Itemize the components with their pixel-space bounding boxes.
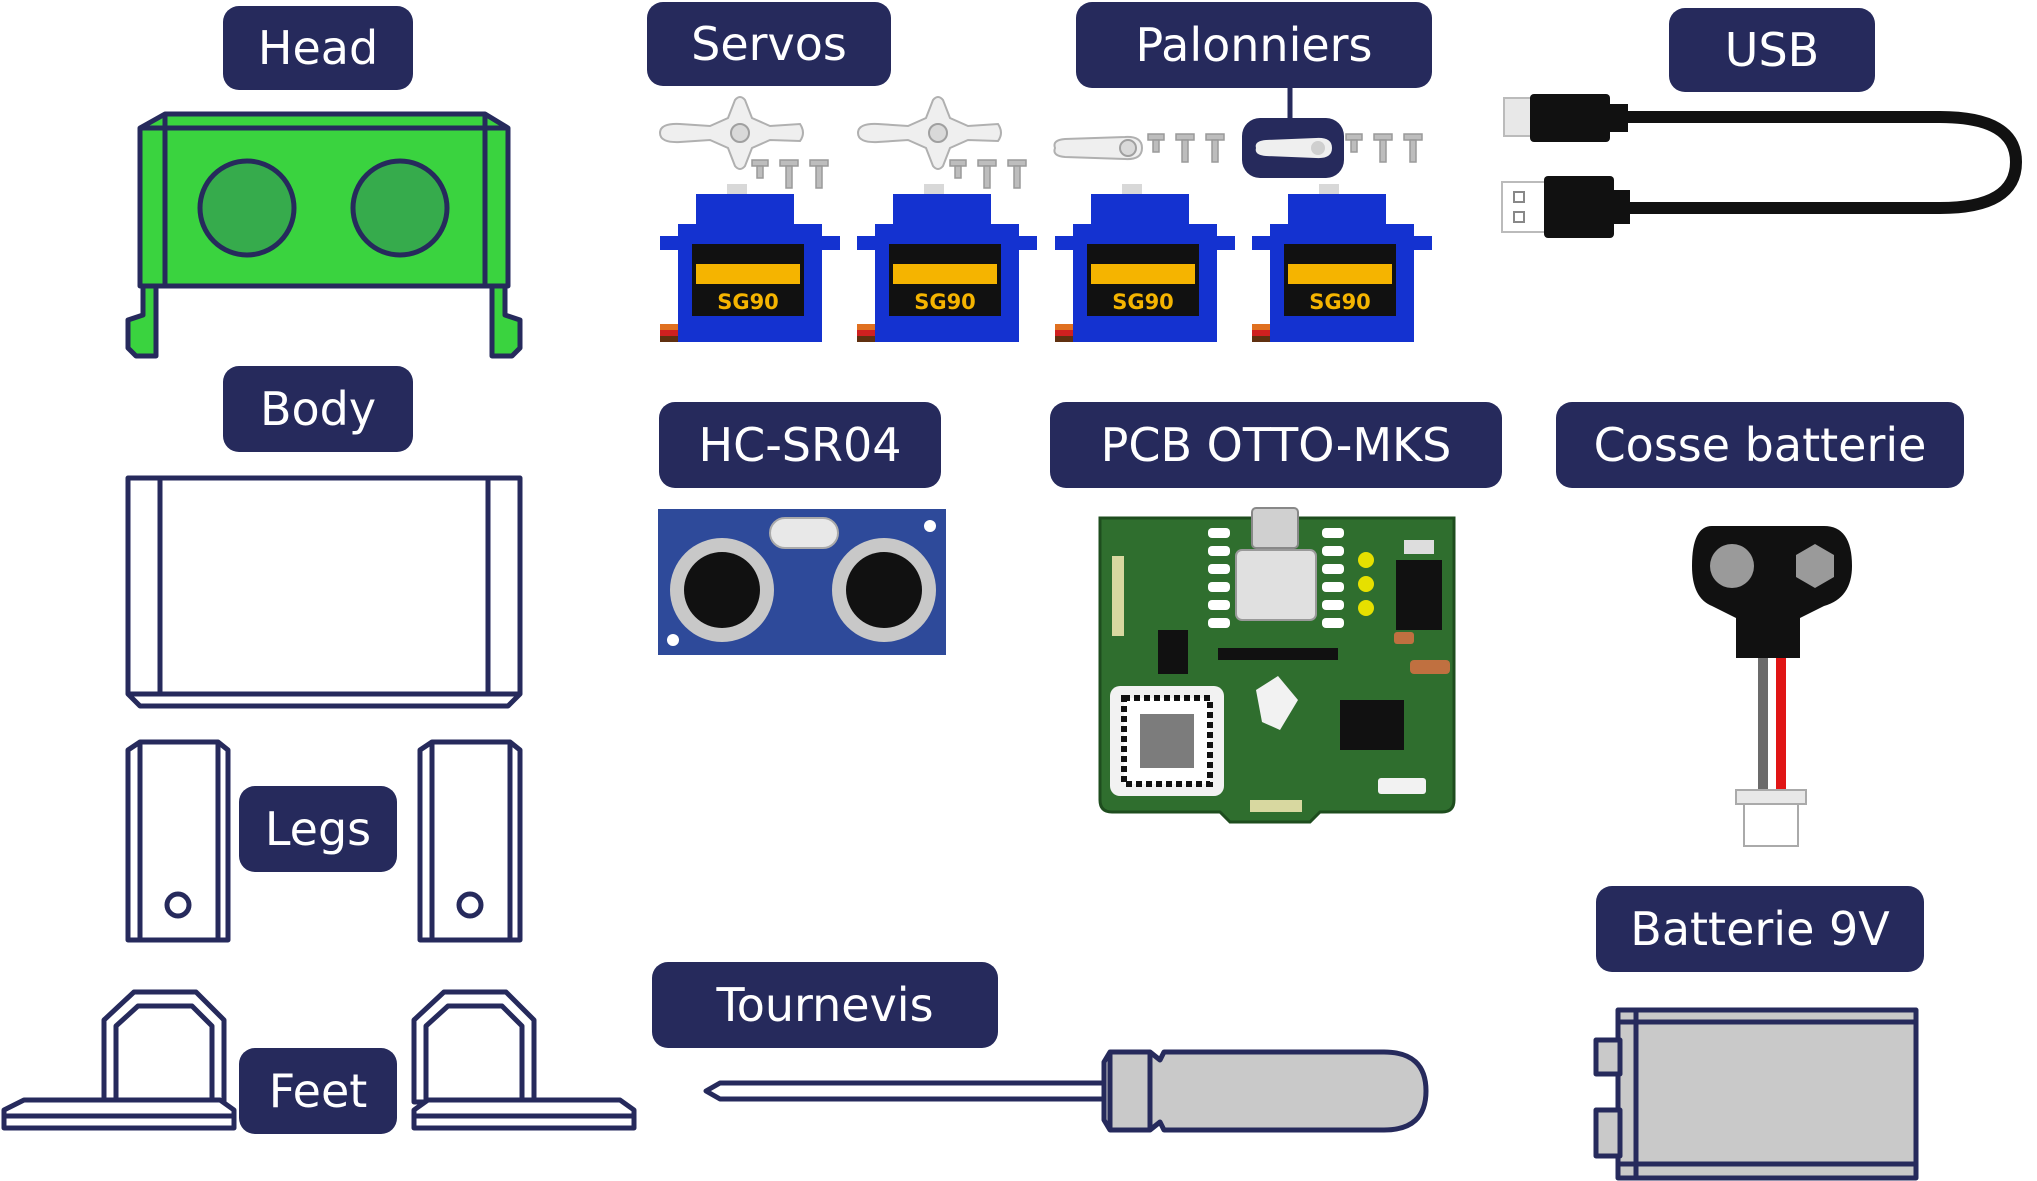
feet-part [1,989,637,1131]
label-cosse: Cosse batterie [1556,402,1964,488]
servo-2-model: SG90 [914,290,976,314]
servo-3-model: SG90 [1112,290,1174,314]
servo-horns [658,88,1423,189]
screws [751,133,1423,189]
servo-3: SG90 [1055,184,1235,342]
battery-9v [1593,1007,1919,1181]
servo-4-model: SG90 [1309,290,1371,314]
usb-cable [1501,94,2023,238]
servo-1-model: SG90 [717,290,779,314]
label-usb: USB [1669,8,1875,92]
label-palonniers: Palonniers [1076,2,1432,88]
servo-4: SG90 [1252,184,1432,342]
horn-single-1 [1053,135,1144,161]
servo-2: SG90 [857,184,1037,342]
label-body: Body [223,366,413,452]
hcsr04-sensor [658,509,946,655]
horn-single-highlighted [1242,88,1344,178]
pcb-board [1098,507,1456,824]
label-hcsr04: HC-SR04 [659,402,941,488]
legs-part [125,739,523,943]
label-feet: Feet [239,1048,397,1134]
body-part [125,475,523,709]
label-batterie: Batterie 9V [1596,886,1924,972]
horn-double-2 [856,96,1002,170]
horn-double-1 [658,96,804,170]
label-head: Head [223,6,413,90]
servo-1: SG90 [660,184,840,342]
label-servos: Servos [647,2,891,86]
label-legs: Legs [239,786,397,872]
label-pcb: PCB OTTO-MKS [1050,402,1502,488]
battery-clip [1692,526,1852,847]
label-tournevis: Tournevis [652,962,998,1048]
screwdriver [703,1049,1429,1133]
head-part [125,111,523,359]
